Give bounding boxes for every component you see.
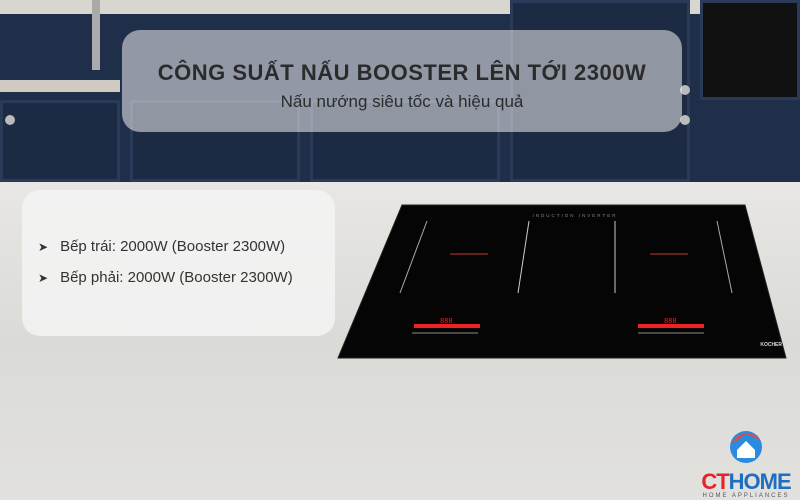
banner-subtitle: Nấu nướng siêu tốc và hiệu quả [280, 92, 524, 111]
left-power-bar [414, 324, 480, 328]
oven [700, 0, 800, 100]
left-display: 888 [440, 318, 453, 326]
logo-home: HOME [728, 469, 792, 494]
feature-item: ➤ Bếp phải: 2000W (Booster 2300W) [38, 269, 335, 286]
zone-marker [517, 220, 530, 294]
sink-counter [0, 80, 120, 92]
cabinet-knob [680, 85, 690, 95]
feature-box: ➤ Bếp trái: 2000W (Booster 2300W) ➤ Bếp … [22, 190, 335, 336]
zone-marker [399, 220, 428, 294]
banner-title: CÔNG SUẤT NẤU BOOSTER LÊN TỚI 2300W [157, 60, 647, 85]
title-banner: CÔNG SUẤT NẤU BOOSTER LÊN TỚI 2300W Nấu … [122, 30, 682, 132]
panel-label: INDUCTION INVERTER [533, 213, 618, 218]
arrow-right-icon: ➤ [38, 239, 49, 254]
zone-marker [716, 220, 733, 294]
feature-text: Bếp trái: 2000W (Booster 2300W) [60, 238, 286, 255]
feature-item: ➤ Bếp trái: 2000W (Booster 2300W) [38, 238, 335, 255]
cthome-logo: CTHOME HOME APPLIANCES [694, 430, 798, 499]
cabinet-door [0, 100, 120, 182]
brand-label: KOCHER [760, 342, 782, 348]
house-logo-icon [730, 431, 762, 463]
glass-surface [337, 204, 787, 359]
right-power-bar [638, 324, 704, 328]
faucet [92, 0, 100, 70]
cabinet-knob [680, 115, 690, 125]
induction-cooktop: INDUCTION INVERTER 888 888 KOCHER [337, 204, 787, 359]
cabinet-knob [5, 115, 15, 125]
logo-tagline: HOME APPLIANCES [702, 493, 790, 499]
right-display: 888 [664, 318, 677, 326]
feature-text: Bếp phải: 2000W (Booster 2300W) [60, 269, 293, 286]
arrow-right-icon: ➤ [38, 270, 49, 285]
logo-ct: CT [701, 469, 729, 494]
